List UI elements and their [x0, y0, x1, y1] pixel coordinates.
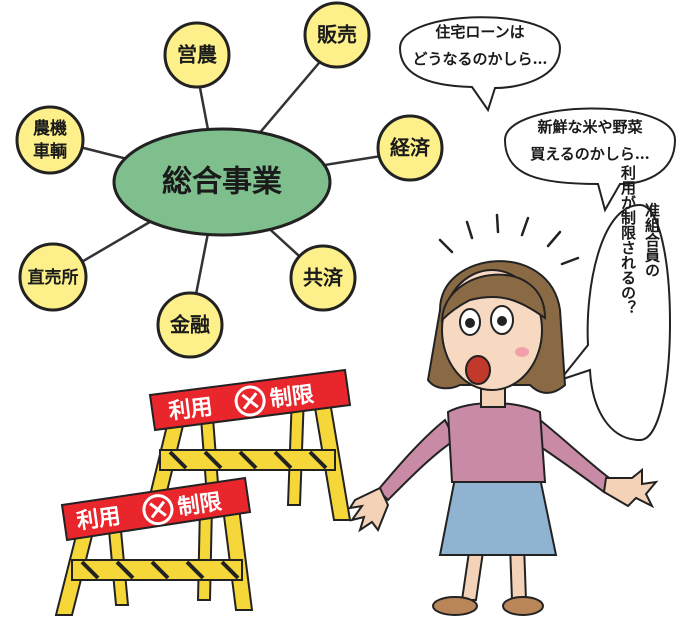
surprised-woman	[347, 260, 659, 616]
node-eino-label: 営農	[177, 43, 217, 67]
speech-bubble-member: 准組合員の 利用が制限されるの？	[557, 164, 671, 442]
bubble-loan-line1: 住宅ローンは	[435, 23, 524, 41]
center-label: 総合事業	[162, 165, 282, 200]
node-chokubai-label: 直売所	[28, 267, 79, 288]
node-kinyu-label: 金融	[169, 313, 210, 337]
node-chokubai: 直売所	[18, 242, 88, 312]
node-hanbai-label: 販売	[317, 23, 357, 47]
node-kyosai: 共済	[289, 244, 357, 312]
sign1-label-right: 制限	[269, 382, 316, 412]
node-keizai-label: 経済	[390, 136, 431, 160]
bubble-member-col2: 利用が制限されるの？	[619, 164, 637, 315]
speech-bubble-loan: 住宅ローンは どうなるのかしら…	[398, 16, 562, 113]
node-noki-label-1: 農機	[33, 118, 67, 139]
bubble-food-line2: 買えるのかしら…	[530, 145, 650, 163]
barricade-2: 利用 制限	[54, 476, 254, 616]
speech-bubble-food: 新鮮な米や野菜 買えるのかしら…	[503, 107, 677, 213]
center-node: 総合事業	[112, 127, 332, 237]
node-eino: 営農	[163, 21, 231, 89]
bubble-loan-line2: どうなるのかしら…	[412, 50, 547, 68]
bubble-member-col1: 准組合員の	[643, 202, 661, 278]
sign1-label-left: 利用	[167, 395, 214, 425]
node-noki: 農機 車輌	[15, 105, 85, 175]
node-kinyu: 金融	[156, 291, 224, 359]
sign2-label-right: 制限	[176, 490, 223, 521]
bubble-food-line1: 新鮮な米や野菜	[537, 118, 642, 136]
node-hanbai: 販売	[303, 1, 371, 69]
sign2-label-left: 利用	[75, 504, 122, 535]
node-noki-label-2: 車輌	[33, 141, 67, 162]
surprise-marks	[438, 213, 580, 266]
node-kyosai-label: 共済	[303, 266, 344, 290]
node-keizai: 経済	[376, 114, 444, 182]
